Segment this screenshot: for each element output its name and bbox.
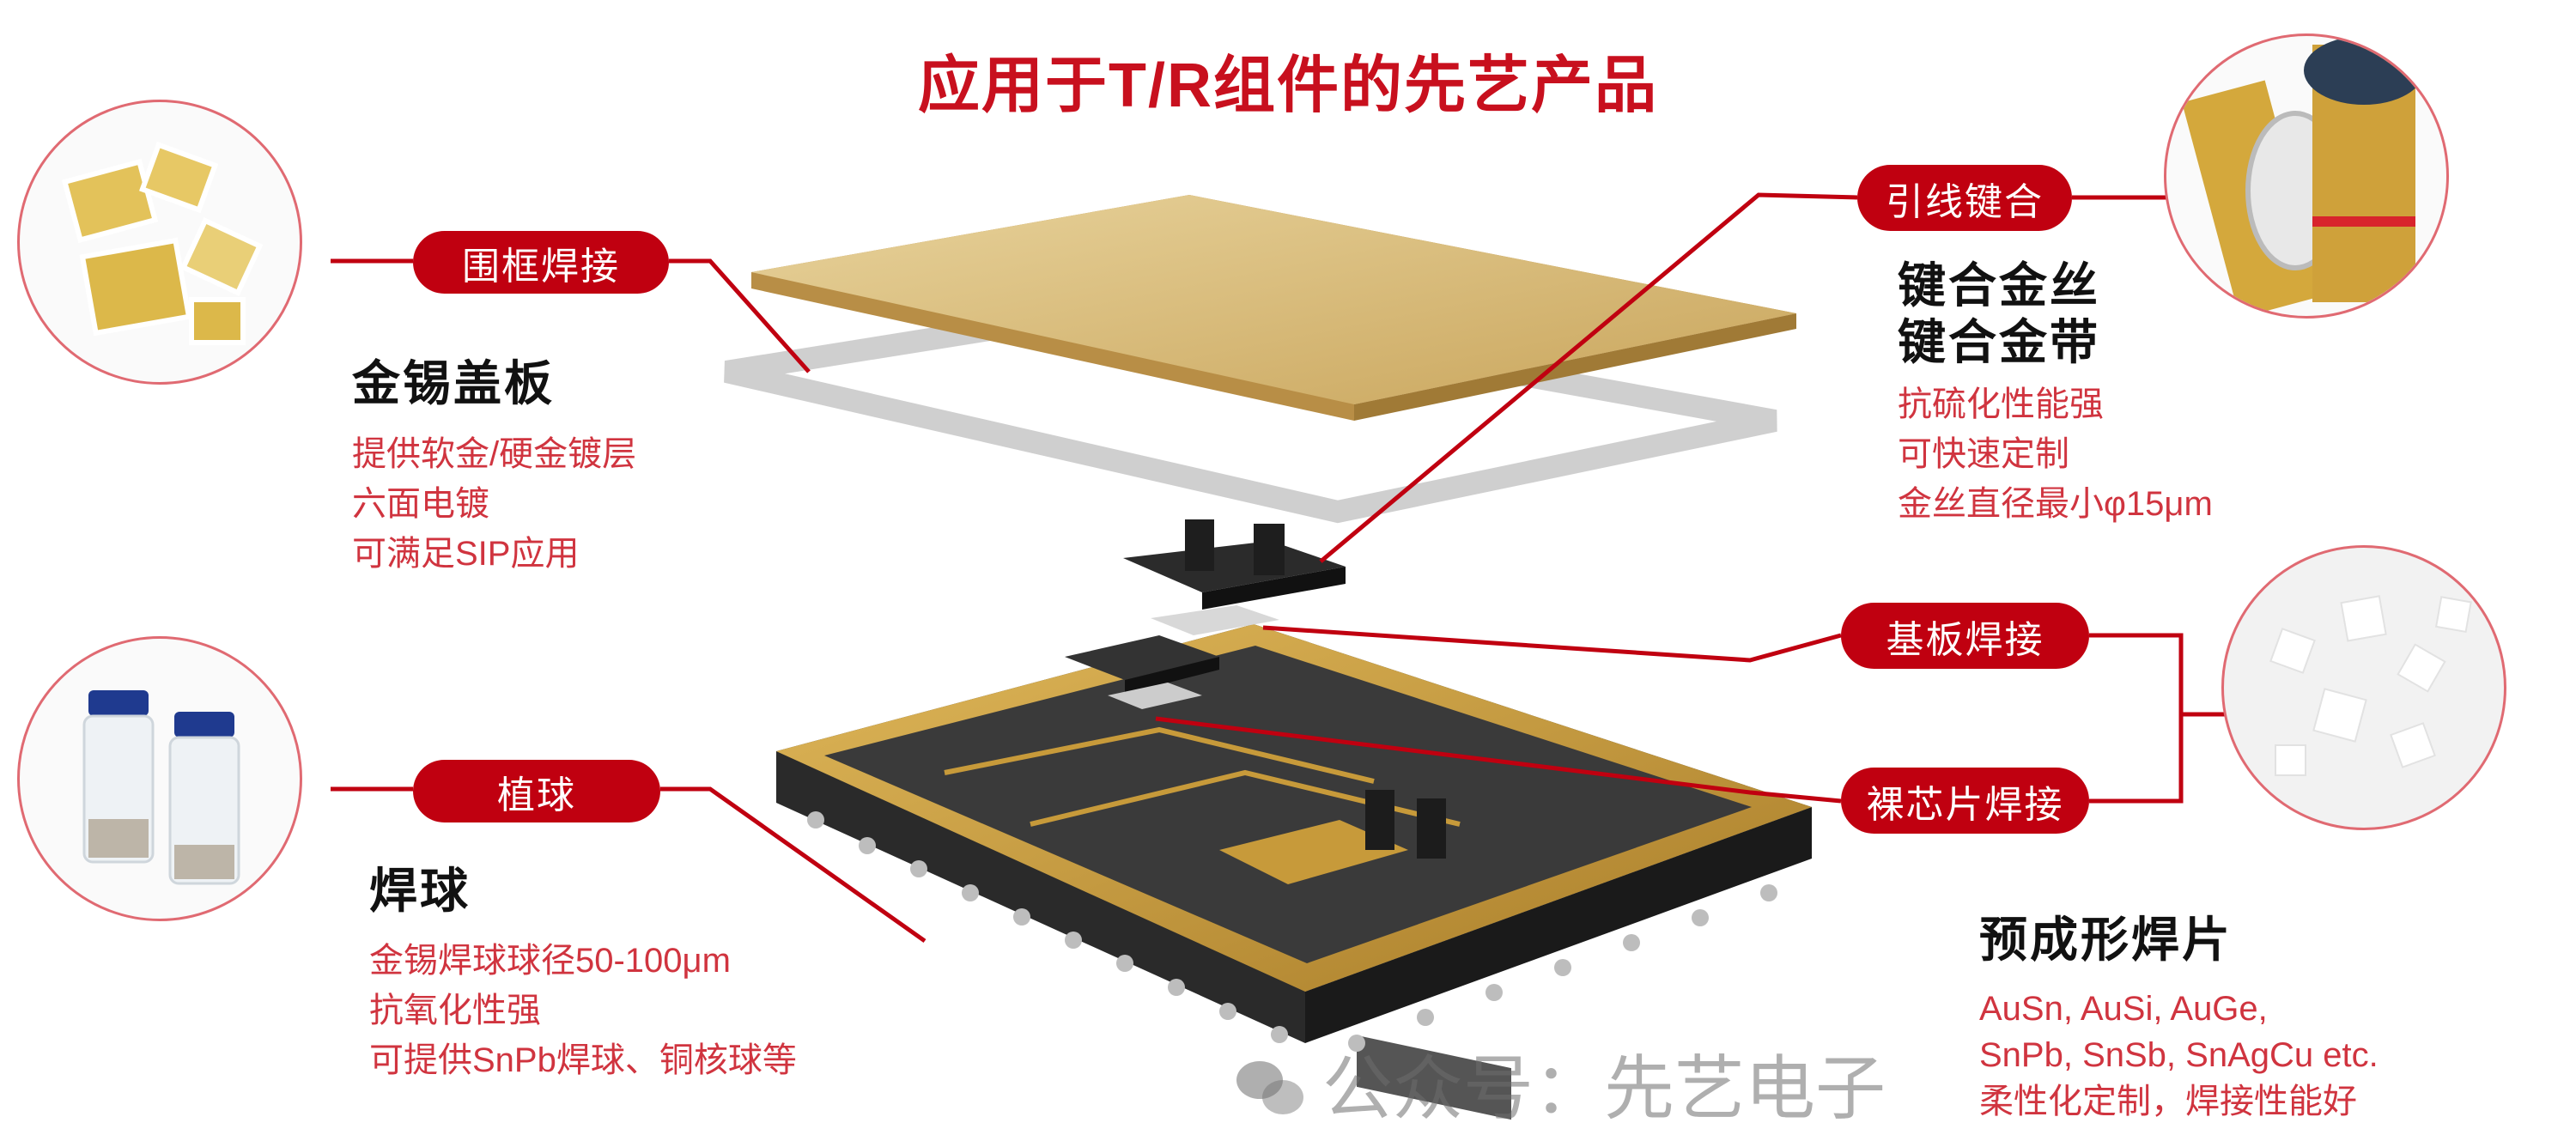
gold-tin-lid xyxy=(751,195,1796,421)
pill-wire-bonding: 引线键合 xyxy=(1857,165,2072,231)
heading-line: 键合金带 xyxy=(1898,315,2100,369)
desc-solder-ball: 金锡焊球球径50-100μm 抗氧化性强 可提供SnPb焊球、铜核球等 xyxy=(369,936,797,1085)
heading-line: 键合金丝 xyxy=(1898,258,2100,313)
desc-line: 金锡焊球球径50-100μm xyxy=(369,942,731,980)
desc-line: 六面电镀 xyxy=(352,485,489,523)
desc-gold-tin-lid: 提供软金/硬金镀层 六面电镀 可满足SIP应用 xyxy=(352,429,636,579)
heading-bonding-wire: 键合金丝 键合金带 xyxy=(1898,258,2100,371)
desc-line: 抗氧化性强 xyxy=(369,992,541,1029)
desc-line: 可提供SnPb焊球、铜核球等 xyxy=(369,1041,797,1079)
desc-bonding-wire: 抗硫化性能强 可快速定制 金丝直径最小φ15μm xyxy=(1898,379,2213,529)
package-base xyxy=(776,624,1812,1120)
preform-solder-photo xyxy=(2221,545,2506,830)
heading-preform-solder: 预成形焊片 xyxy=(1979,913,2233,967)
desc-line: 提供软金/硬金镀层 xyxy=(352,435,637,473)
desc-line: 抗硫化性能强 xyxy=(1898,385,2104,423)
bonding-wire-spools-photo xyxy=(2164,33,2449,319)
connector-lines xyxy=(331,192,2233,944)
bare-die-chips xyxy=(1065,519,1346,709)
watermark: 公众号：先艺电子 xyxy=(1236,1049,1886,1130)
pill-bare-die-welding: 裸芯片焊接 xyxy=(1841,768,2089,834)
wechat-icon xyxy=(1236,1061,1305,1118)
pill-ball-placement: 植球 xyxy=(413,760,660,822)
page-title: 应用于T/R组件的先艺产品 xyxy=(918,52,1658,120)
pill-substrate-welding: 基板焊接 xyxy=(1841,603,2089,669)
desc-preform-solder: AuSn, AuSi, AuGe, SnPb, SnSb, SnAgCu etc… xyxy=(1979,986,2379,1125)
desc-line: AuSn, AuSi, AuGe, xyxy=(1979,990,2268,1028)
heading-gold-tin-lid: 金锡盖板 xyxy=(352,356,555,410)
desc-line: 可满足SIP应用 xyxy=(352,535,580,573)
desc-line: 柔性化定制，焊接性能好 xyxy=(1979,1083,2357,1120)
solder-ball-vials-photo xyxy=(17,636,302,921)
desc-line: 可快速定制 xyxy=(1898,435,2069,473)
solder-balls xyxy=(807,811,1777,1052)
gold-lid-photo xyxy=(17,100,302,385)
watermark-text: 公众号：先艺电子 xyxy=(1322,1050,1886,1128)
pill-frame-welding: 围框焊接 xyxy=(413,231,669,294)
heading-solder-ball: 焊球 xyxy=(369,864,471,918)
desc-line: SnPb, SnSb, SnAgCu etc. xyxy=(1979,1036,2379,1074)
desc-line: 金丝直径最小φ15μm xyxy=(1898,485,2213,523)
